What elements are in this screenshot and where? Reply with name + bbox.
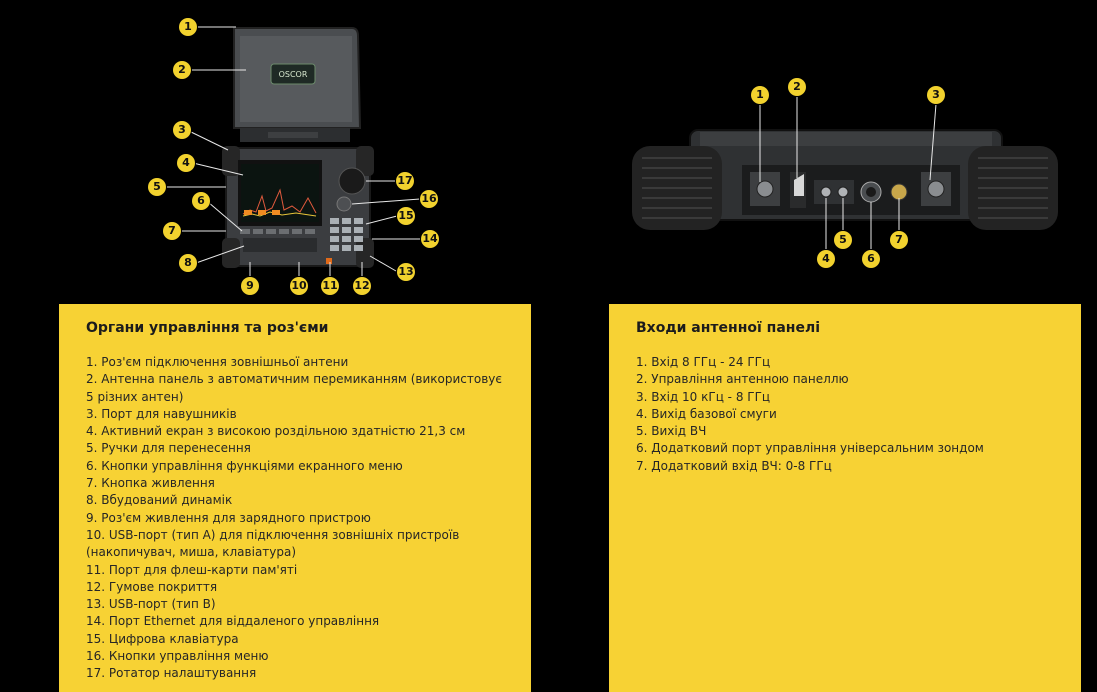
device-back-image	[632, 96, 1058, 250]
list-item: 1. Вхід 8 ГГц - 24 ГГц	[636, 355, 771, 369]
back-callout-2: 2	[788, 78, 806, 96]
list-item: 5. Вихід ВЧ	[636, 424, 707, 439]
list-item: 16. Кнопки управління меню	[86, 649, 269, 664]
list-item: 17. Ротатор налаштування	[86, 666, 257, 681]
front-callout-3: 3	[173, 121, 191, 139]
list-item: 12. Гумове покриття	[86, 579, 218, 594]
list-item: 5. Ручки для перенесення	[86, 441, 251, 456]
list-item: 6. Додатковий порт управління універсаль…	[636, 441, 984, 456]
controls-panel: Органи управління та роз'єми 1. Роз'єм п…	[59, 304, 531, 692]
antenna-inputs-panel: Входи антенної панелі 1. Вхід 8 ГГц - 24…	[609, 304, 1081, 692]
list-item: 1. Роз'єм підключення зовнішньої антени	[86, 355, 349, 369]
list-item: 13. USB-порт (тип В)	[86, 597, 216, 612]
list-item: 3. Вхід 10 кГц - 8 ГГц	[636, 389, 771, 404]
list-item: 6. Кнопки управління функціями екранного…	[86, 458, 403, 473]
list-item: 3. Порт для навушників	[86, 406, 237, 421]
front-callout-13: 13	[397, 263, 415, 281]
front-callout-1: 1	[179, 18, 197, 36]
back-callout-3: 3	[927, 86, 945, 104]
front-callout-4: 4	[177, 154, 195, 172]
front-callout-15: 15	[397, 207, 415, 225]
list-item: 2. Антенна панель з автоматичним перемик…	[86, 372, 502, 404]
list-item: 10. USB-порт (тип А) для підключення зов…	[86, 527, 460, 560]
back-callout-5: 5	[834, 231, 852, 249]
front-callout-6: 6	[192, 192, 210, 210]
back-callout-1: 1	[751, 86, 769, 104]
list-item: 14. Порт Ethernet для віддаленого управл…	[86, 614, 380, 629]
oscor-logo: OSCOR	[279, 70, 308, 79]
front-callout-5: 5	[148, 178, 166, 196]
front-callout-7: 7	[163, 222, 181, 240]
list-item: 11. Порт для флеш-карти пам'яті	[86, 562, 298, 577]
back-callout-4: 4	[817, 250, 835, 268]
back-callout-7: 7	[890, 231, 908, 249]
controls-panel-title: Органи управління та роз'єми	[86, 320, 329, 336]
list-item: 4. Вихід базової смуги	[636, 406, 777, 421]
front-callout-10: 10	[290, 277, 308, 295]
controls-list: 1. Роз'єм підключення зовнішньої антени …	[86, 354, 504, 683]
list-item: 4. Активний екран з високою роздільною з…	[86, 424, 466, 439]
antenna-panel-title: Входи антенної панелі	[636, 320, 821, 336]
back-callout-6: 6	[862, 250, 880, 268]
list-item: 15. Цифрова клавіатура	[86, 631, 239, 646]
list-item: 7. Додатковий вхід ВЧ: 0-8 ГГц	[636, 458, 832, 473]
device-front-image: OSCOR	[166, 26, 421, 278]
list-item: 8. Вбудований динамік	[86, 493, 233, 508]
front-callout-11: 11	[321, 277, 339, 295]
front-callout-12: 12	[353, 277, 371, 295]
list-item: 9. Роз'єм живлення для зарядного пристро…	[86, 510, 371, 525]
front-callout-8: 8	[179, 254, 197, 272]
antenna-inputs-list: 1. Вхід 8 ГГц - 24 ГГц 2. Управління ант…	[636, 354, 1054, 475]
list-item: 7. Кнопка живлення	[86, 476, 215, 491]
front-callout-9: 9	[241, 277, 259, 295]
front-callout-2: 2	[173, 61, 191, 79]
list-item: 2. Управління антенною панеллю	[636, 372, 849, 387]
front-callout-16: 16	[420, 190, 438, 208]
front-callout-17: 17	[396, 172, 414, 190]
front-callout-14: 14	[421, 230, 439, 248]
